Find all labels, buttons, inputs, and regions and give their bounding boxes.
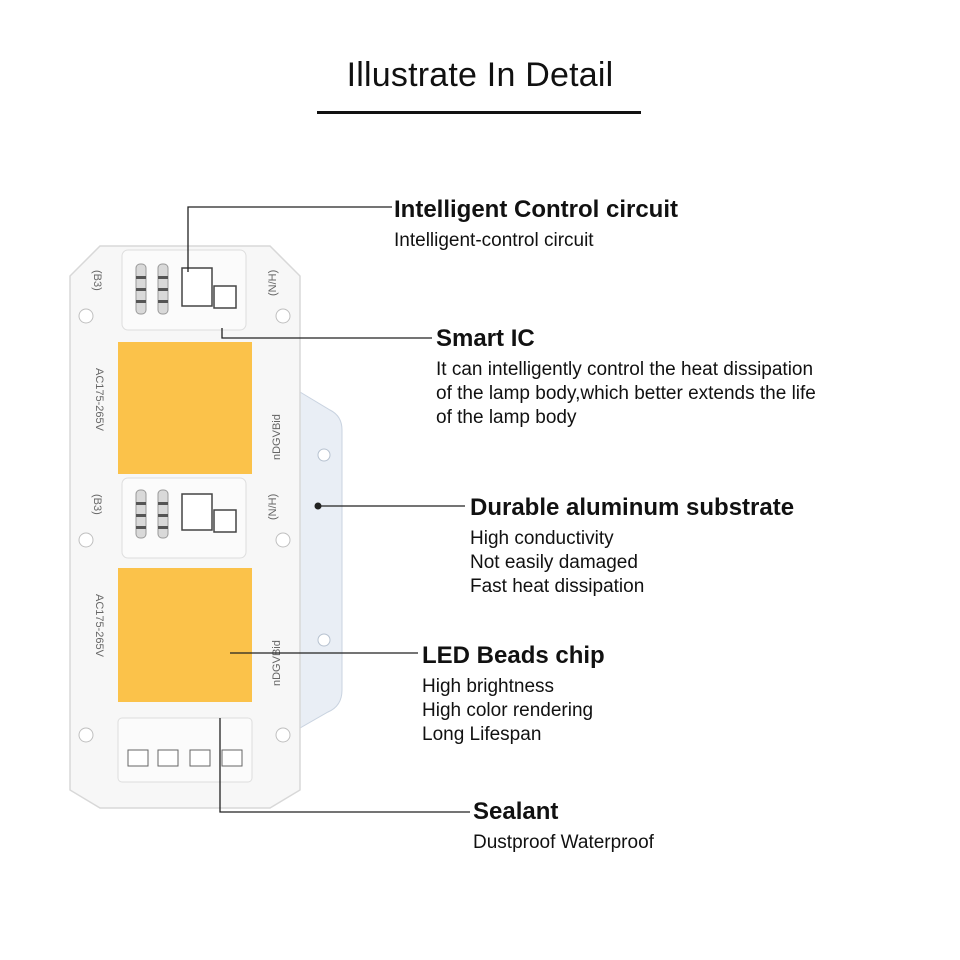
leader-dot-aluminum	[314, 502, 322, 510]
mounting-hole	[78, 308, 94, 324]
mark-left-bottom: (B3)	[91, 494, 103, 515]
callout-line: Not easily damaged	[470, 552, 638, 573]
ic-pad	[213, 285, 237, 309]
callout-line: High conductivity	[470, 528, 614, 549]
voltage-label-top: AC175-265V	[93, 368, 105, 432]
page-title: Illustrate In Detail	[346, 56, 614, 94]
callout-line: High color rendering	[422, 700, 594, 721]
callout-smart-ic: Smart IC It can intelligently control th…	[436, 324, 816, 430]
mounting-hole	[78, 727, 94, 743]
callout-line: of the lamp body,which better extends th…	[436, 383, 816, 404]
title-underline	[317, 111, 641, 114]
callout-line: of the lamp body	[436, 407, 577, 428]
callout-title: LED Beads chip	[422, 642, 605, 669]
brand-label-top: nDGVBid	[271, 414, 283, 460]
leader-line-intelligent-control	[187, 206, 392, 272]
sealant-pad	[221, 749, 243, 767]
callout-line: It can intelligently control the heat di…	[436, 359, 814, 380]
callout-line: Intelligent-control circuit	[394, 230, 594, 251]
leader-line-sealant	[219, 718, 470, 813]
leader-line-smart-ic	[221, 328, 432, 339]
brand-label-bottom: nDGVBid	[271, 640, 283, 686]
callout-title: Intelligent Control circuit	[394, 196, 679, 223]
callout-intelligent-control: Intelligent Control circuit Intelligent-…	[394, 195, 678, 253]
mark-left-top: (B3)	[91, 270, 103, 291]
callout-title: Durable aluminum substrate	[470, 494, 795, 521]
mounting-hole	[275, 532, 291, 548]
ic-pad	[213, 509, 237, 533]
plate-hole-bottom	[317, 633, 331, 647]
callout-title: Smart IC	[436, 325, 535, 352]
aluminum-plate	[299, 391, 343, 729]
sealant-pad	[189, 749, 211, 767]
mounting-hole	[275, 727, 291, 743]
mounting-hole	[78, 532, 94, 548]
sealant-pad	[127, 749, 149, 767]
mark-right-bottom: (N/H)	[267, 494, 279, 520]
mounting-hole	[275, 308, 291, 324]
callout-title: Sealant	[473, 798, 559, 825]
callout-line: Fast heat dissipation	[470, 576, 645, 597]
sealant-pad	[157, 749, 179, 767]
led-chip-top	[118, 342, 252, 474]
callout-sealant: Sealant Dustproof Waterproof	[473, 797, 654, 855]
mark-right-top: (N/H)	[267, 270, 279, 296]
voltage-label-bottom: AC175-265V	[93, 594, 105, 658]
callout-led-beads: LED Beads chip High brightness High colo…	[422, 641, 605, 747]
sealant-area	[117, 717, 253, 783]
callout-aluminum-substrate: Durable aluminum substrate High conducti…	[470, 493, 794, 599]
callout-line: Long Lifespan	[422, 724, 542, 745]
callout-line: Dustproof Waterproof	[473, 832, 654, 853]
smart-ic-chip	[181, 493, 213, 531]
led-chip-bottom	[118, 568, 252, 702]
callout-line: High brightness	[422, 676, 555, 697]
plate-hole-top	[317, 448, 331, 462]
smart-ic-chip	[181, 267, 213, 307]
